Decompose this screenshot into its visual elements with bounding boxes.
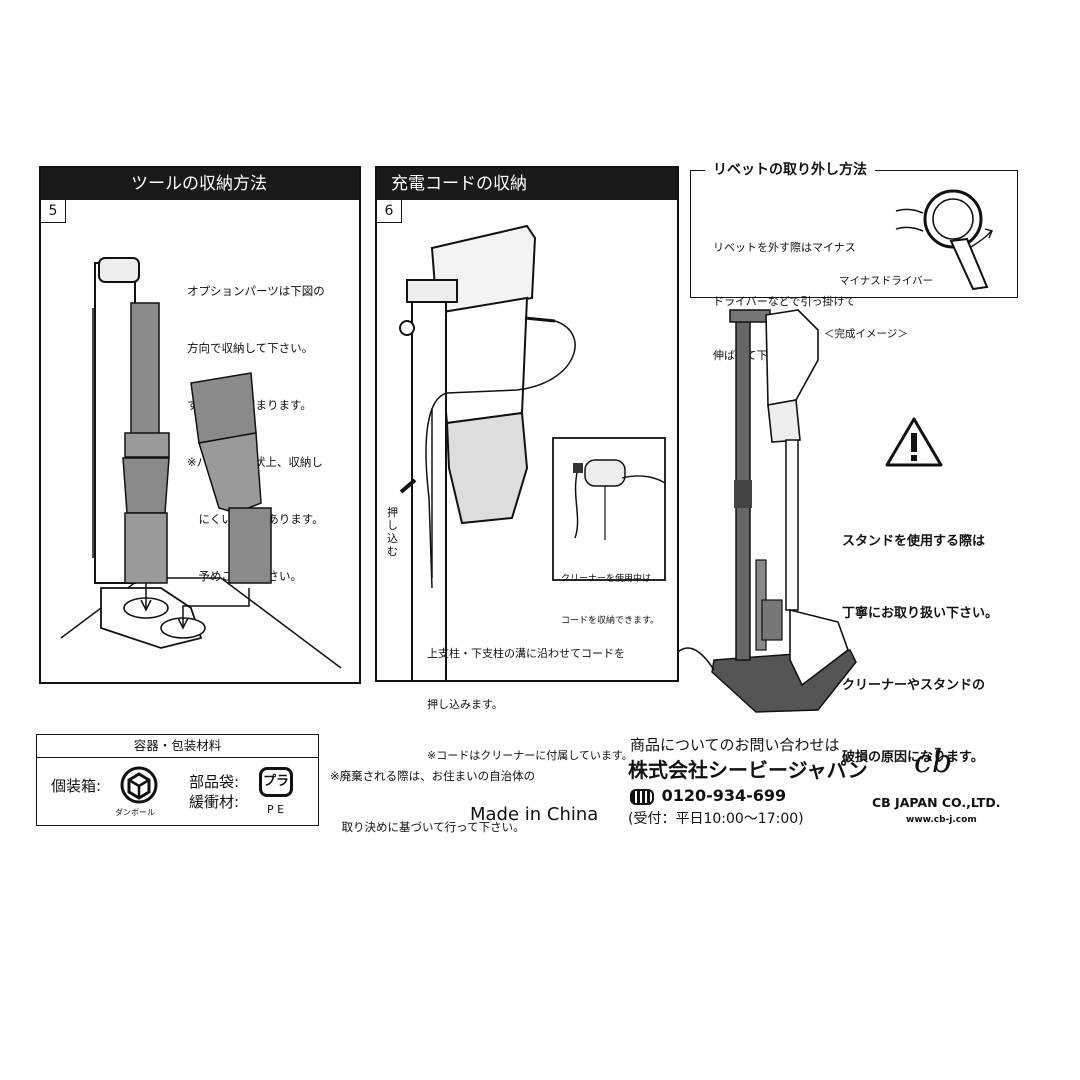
plastic-recycle-icon: プラ — [259, 767, 293, 797]
box-label: 個装箱: — [51, 777, 102, 795]
note-line: 上支柱・下支柱の溝に沿わせてコードを — [427, 647, 625, 660]
note-line: ドライバーなどで引っ掛けて — [713, 295, 856, 308]
stand-illustration — [678, 309, 857, 713]
phone-number: 0120-934-699 — [661, 786, 787, 805]
disposal-note: ※廃棄される際は、お住まいの自治体の 取り決めに基づいて行って下さい。 — [330, 734, 535, 853]
cardboard-caption: ダンボール — [115, 808, 155, 817]
contact-heading: 商品についてのお問い合わせは — [630, 736, 840, 754]
phone-row: 0120-934-699 — [630, 786, 786, 805]
disposal-line: ※廃棄される際は、お住まいの自治体の — [330, 769, 536, 783]
panel-tool-storage-title: ツールの収納方法 — [41, 168, 359, 200]
packaging-materials-box: 容器・包装材料 個装箱: ダンボール 部品袋: 緩衝材: プラ P E — [36, 734, 319, 826]
panel-title-text: ツールの収納方法 — [131, 174, 267, 194]
rivet-panel-title: リベットの取り外し方法 — [705, 159, 875, 179]
note-line: 方向で収納して下さい。 — [187, 341, 314, 355]
packaging-title-text: 容器・包装材料 — [133, 738, 222, 753]
cushion-label: 緩衝材: — [189, 793, 240, 811]
panel-tool-storage: ツールの収納方法 5 オプションパーツは下図の 方向で収納して下さい。 すっきり… — [39, 166, 361, 684]
cord-inset-note: クリーナーを使用中は コードを収納できます。 — [561, 544, 659, 656]
cord-storage-note: 上支柱・下支柱の溝に沿わせてコードを 押し込みます。 ※コードはクリーナーに付属… — [427, 611, 633, 798]
company-name: 株式会社シービージャパン — [628, 758, 868, 782]
note-line: ※コードはクリーナーに付属しています。 — [427, 749, 633, 762]
inset-line: クリーナーを使用中は — [561, 574, 652, 584]
warning-line: 破損の原因になります。 — [842, 750, 984, 765]
note-line: 押し込みます。 — [427, 698, 503, 711]
panel-cord-storage-title: 充電コードの収納 — [377, 168, 677, 200]
made-in-label: Made in China — [470, 804, 599, 825]
push-label: 押し込む — [387, 506, 398, 558]
warning-line: クリーナーやスタンドの — [842, 678, 986, 693]
pla-mark-text: プラ — [262, 774, 289, 789]
note-line: オプションパーツは下図の — [187, 284, 325, 298]
pe-caption: P E — [267, 803, 285, 816]
panel-cord-storage: 充電コードの収納 6 押し込む クリーナーを使用中は コードを収納できます。 上… — [375, 166, 679, 762]
cardboard-recycle-icon — [120, 766, 158, 804]
note-line: リベットを外す際はマイナス — [713, 241, 856, 254]
panel-rivet-removal: リベットの取り外し方法 リベットを外す際はマイナス ドライバーなどで引っ掛けて … — [690, 159, 1018, 362]
warning-icon — [885, 417, 943, 467]
inset-line: コードを収納できます。 — [561, 616, 660, 626]
step-number-5: 5 — [41, 200, 66, 223]
warning-line: 丁寧にお取り扱い下さい。 — [842, 606, 999, 621]
packaging-title: 容器・包装材料 — [37, 735, 318, 758]
step-number-6: 6 — [377, 200, 402, 223]
cord-storage-illustration — [399, 224, 666, 680]
tool-storage-illustration — [60, 257, 342, 669]
brand-url: www.cb-j.com — [906, 815, 977, 825]
free-dial-icon — [630, 788, 654, 805]
rivet-illustration — [895, 189, 993, 291]
warning-text: スタンドを使用する際は 丁寧にお取り扱い下さい。 クリーナーやスタンドの 破損の… — [842, 482, 998, 794]
brand-logo: cb — [914, 742, 953, 780]
disposal-line: 取り決めに基づいて行って下さい。 — [330, 820, 525, 834]
business-hours: (受付：平日10:00〜17:00) — [628, 811, 804, 827]
driver-label: マイナスドライバー — [839, 275, 934, 287]
panel-title-text: 充電コードの収納 — [391, 174, 527, 194]
complete-image-label: ＜完成イメージ＞ — [824, 328, 908, 340]
bag-label: 部品袋: — [189, 773, 240, 791]
brand-name: CB JAPAN CO.,LTD. — [872, 795, 1001, 810]
warning-line: スタンドを使用する際は — [842, 534, 986, 549]
